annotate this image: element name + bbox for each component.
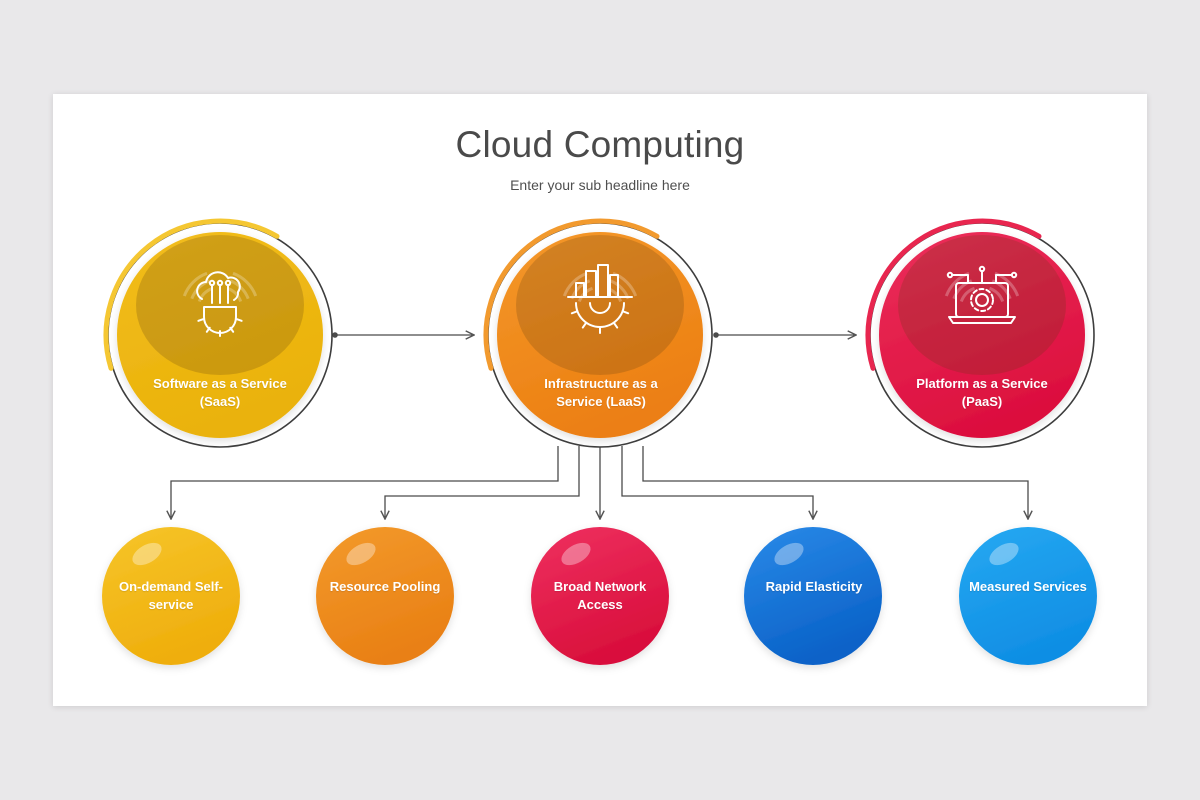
characteristic-label-broad-network: Broad Network Access <box>553 579 647 612</box>
main-node-lens-saas <box>136 235 304 375</box>
characteristic-gloss-measured-services <box>989 542 1019 566</box>
connector-to-measured-services <box>642 446 1028 519</box>
connector-to-on-demand <box>171 446 559 519</box>
main-nodes <box>103 218 1095 448</box>
characteristic-resource-pooling <box>316 527 454 665</box>
characteristic-disc-broad-network <box>531 527 669 665</box>
characteristic-gloss-rapid-elasticity <box>774 542 804 566</box>
characteristic-gloss-resource-pooling <box>346 542 376 566</box>
characteristic-gloss-on-demand <box>132 542 162 566</box>
characteristic-label-on-demand: On-demand Self-service <box>118 579 223 612</box>
characteristic-rapid-elasticity <box>744 527 882 665</box>
main-node-accent-laas <box>483 218 660 371</box>
characteristic-disc-resource-pooling <box>316 527 454 665</box>
connectors <box>171 332 1028 519</box>
main-node-label-paas: Platform as a Service (PaaS) <box>916 376 1048 409</box>
characteristic-nodes <box>102 527 1097 665</box>
characteristic-on-demand <box>102 527 240 665</box>
main-node-accent-saas <box>103 218 280 371</box>
page-subtitle: Enter your sub headline here <box>510 177 690 193</box>
main-node-label-laas: Infrastructure as a Service (LaaS) <box>544 376 658 409</box>
characteristic-gloss-broad-network <box>561 542 591 566</box>
main-node-disc-paas <box>879 232 1085 438</box>
connector-dot-saas <box>332 332 338 338</box>
main-node-saas <box>103 218 333 448</box>
connector-to-rapid-elasticity <box>621 446 813 519</box>
characteristic-disc-rapid-elasticity <box>744 527 882 665</box>
characteristic-label-rapid-elasticity: Rapid Elasticity <box>765 579 863 594</box>
characteristic-disc-measured-services <box>959 527 1097 665</box>
characteristic-label-resource-pooling: Resource Pooling <box>329 579 441 594</box>
main-node-accent-paas <box>865 218 1042 371</box>
main-node-lens-laas <box>516 235 684 375</box>
characteristic-disc-on-demand <box>102 527 240 665</box>
main-node-paas <box>865 218 1095 448</box>
connector-dot-laas <box>713 332 719 338</box>
characteristic-broad-network <box>531 527 669 665</box>
main-node-laas <box>483 218 713 448</box>
connector-to-resource-pooling <box>385 446 580 519</box>
characteristic-measured-services <box>959 527 1097 665</box>
main-node-disc-laas <box>497 232 703 438</box>
laptop-gear-icon <box>944 265 1020 324</box>
main-node-label-saas: Software as a Service (SaaS) <box>153 376 287 409</box>
city-gear-icon <box>562 264 638 334</box>
page-title: Cloud Computing <box>455 124 745 165</box>
characteristic-label-measured-services: Measured Services <box>969 579 1087 594</box>
cloud-gear-icon <box>182 271 258 337</box>
